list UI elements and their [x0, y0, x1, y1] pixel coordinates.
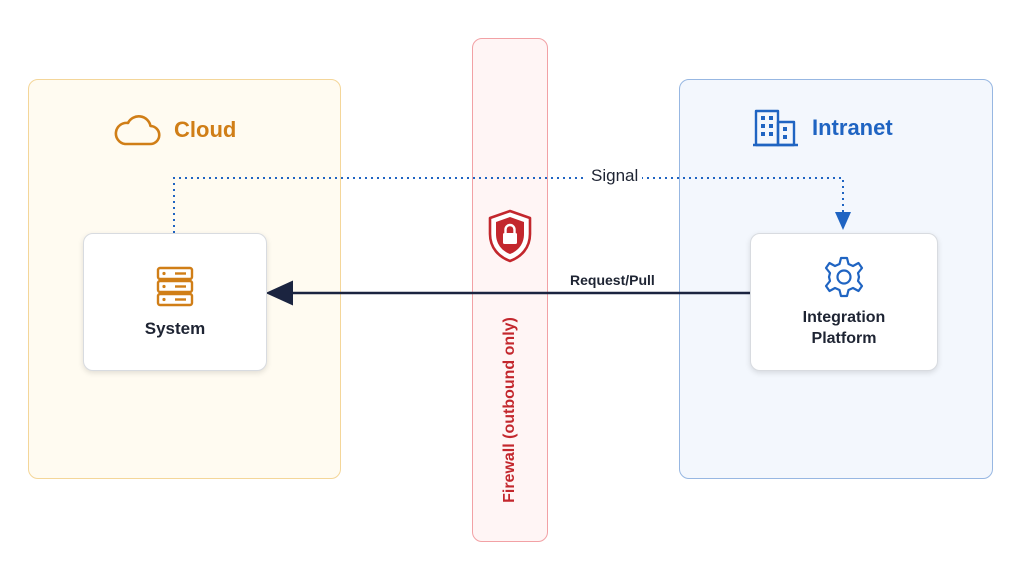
system-node-label: System — [144, 319, 206, 338]
signal-edge-label: Signal — [587, 166, 643, 186]
firewall-zone — [472, 38, 548, 542]
server-stack-icon — [156, 266, 194, 307]
integration-platform-node[interactable]: Integration Platform — [750, 233, 938, 371]
firewall-shield — [485, 208, 535, 269]
firewall-label: Firewall (outbound only) — [501, 317, 518, 503]
system-node[interactable]: System — [83, 233, 267, 371]
request-pull-edge-label: Request/Pull — [570, 272, 655, 288]
cloud-zone-label: Cloud — [174, 117, 237, 142]
building-icon — [753, 109, 798, 147]
intranet-zone-title: Intranet — [752, 108, 893, 148]
gear-icon — [824, 256, 864, 298]
integration-platform-node-label: Integration Platform — [802, 309, 886, 347]
shield-lock-icon — [488, 209, 532, 263]
cloud-zone-title: Cloud — [112, 112, 236, 148]
intranet-zone-label: Intranet — [812, 115, 893, 140]
cloud-icon — [114, 115, 161, 146]
signal-edge-line — [173, 177, 851, 233]
